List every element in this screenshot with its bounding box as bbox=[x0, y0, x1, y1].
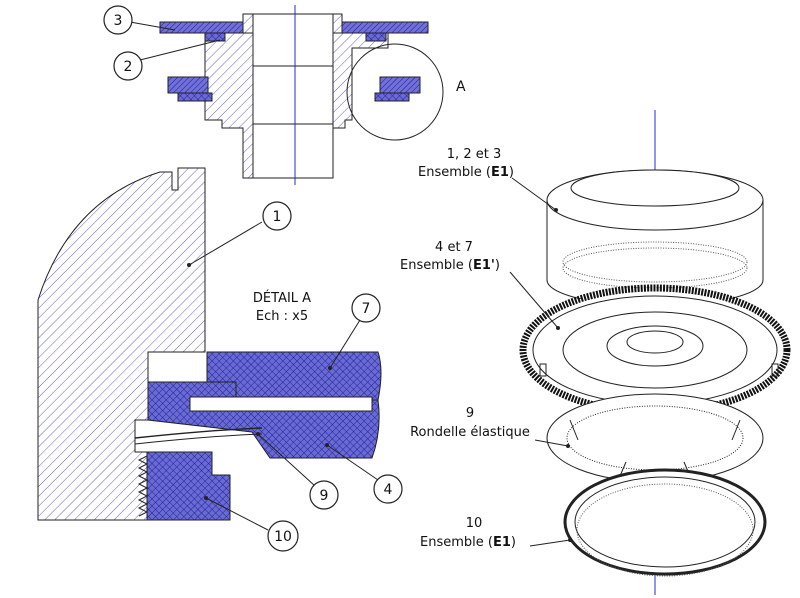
svg-text:10: 10 bbox=[274, 529, 292, 545]
detail-scale: Ech : x5 bbox=[256, 309, 308, 324]
label-e1-top-line1: 1, 2 et 3 bbox=[447, 147, 501, 162]
svg-text:1: 1 bbox=[273, 209, 282, 225]
section-view: A bbox=[159, 5, 466, 185]
side-ring-left bbox=[167, 76, 209, 94]
part-2-seal-right bbox=[365, 32, 387, 42]
callout-2: 2 bbox=[113, 39, 221, 81]
detail-title: DÉTAIL A bbox=[253, 290, 311, 306]
callout-9: 9 bbox=[257, 433, 339, 510]
label-washer-line2: Rondelle élastique bbox=[410, 425, 530, 440]
part-2-seal-left bbox=[204, 32, 226, 42]
callout-10: 10 bbox=[205, 497, 299, 552]
svg-text:2: 2 bbox=[124, 59, 133, 75]
assembly-e1-ring-10 bbox=[563, 468, 767, 577]
detail-thread bbox=[137, 455, 149, 517]
svg-text:3: 3 bbox=[114, 13, 123, 29]
label-e10-line1: 10 bbox=[466, 516, 483, 531]
callout-4: 4 bbox=[326, 444, 403, 504]
exploded-view: 1, 2 et 3 Ensemble (E1) 4 et 7 Ensemble … bbox=[400, 110, 791, 595]
label-e1-top-line2: Ensemble (E1) bbox=[418, 165, 514, 180]
callout-7: 7 bbox=[329, 293, 381, 369]
detail-part-1 bbox=[37, 167, 206, 521]
label-e10-line2: Ensemble (E1) bbox=[420, 535, 516, 550]
side-ring-right-lower bbox=[374, 92, 410, 102]
detail-a-view: DÉTAIL A Ech : x5 bbox=[37, 167, 382, 521]
assembly-e1-prime bbox=[519, 284, 791, 416]
svg-text:7: 7 bbox=[362, 301, 371, 317]
label-e1p-line1: 4 et 7 bbox=[435, 240, 473, 255]
bore bbox=[252, 13, 334, 179]
side-ring-left-lower bbox=[177, 92, 213, 102]
callout-1: 1 bbox=[188, 201, 292, 266]
svg-text:4: 4 bbox=[384, 482, 393, 498]
detail-circle-a bbox=[346, 43, 444, 141]
side-ring-right bbox=[379, 76, 421, 94]
callout-3: 3 bbox=[103, 5, 176, 35]
label-washer-line1: 9 bbox=[466, 406, 474, 421]
svg-text:9: 9 bbox=[320, 488, 329, 504]
detail-part-9 bbox=[134, 427, 263, 439]
label-e1p-line2: Ensemble (E1') bbox=[400, 258, 500, 273]
detail-part-10 bbox=[146, 451, 231, 521]
detail-slot bbox=[189, 396, 373, 412]
detail-ref-label: A bbox=[456, 79, 466, 95]
